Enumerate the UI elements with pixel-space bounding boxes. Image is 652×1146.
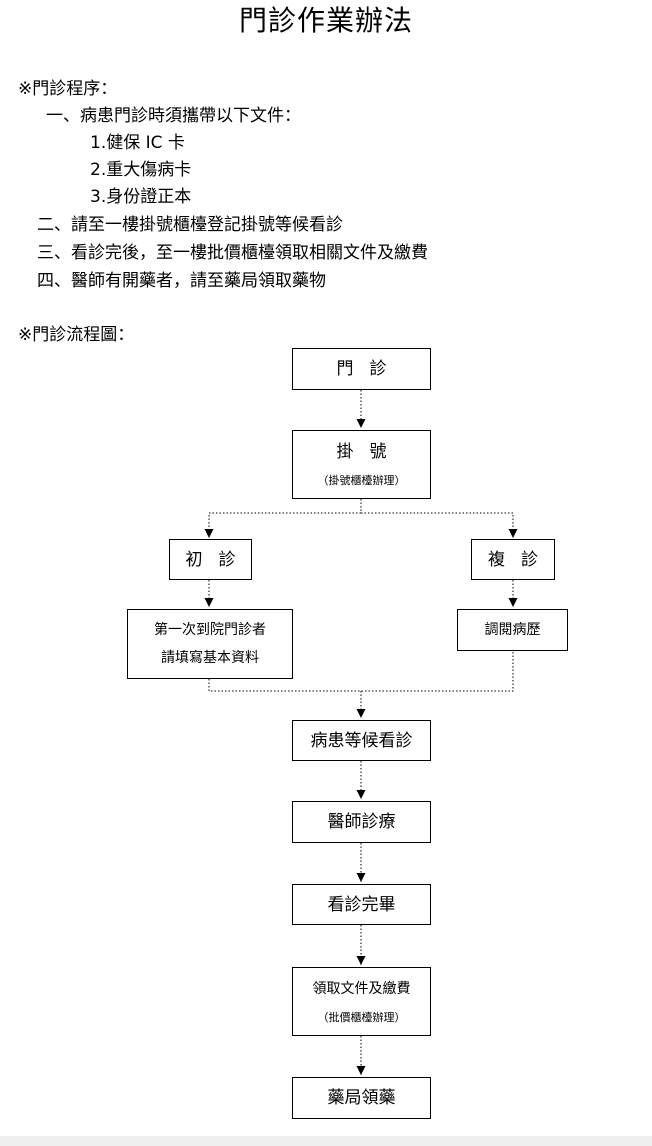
connector-registration-to-branch: [204, 499, 362, 538]
page-bottom-strip: [0, 1136, 652, 1146]
node-finished: 看診完畢: [292, 884, 431, 925]
flowchart-heading: ※門診流程圖：: [18, 325, 135, 345]
node-finished-label: 看診完畢: [327, 894, 396, 915]
node-documents-fee: 領取文件及繳費 （批價櫃檯辦理）: [292, 967, 431, 1036]
node-return-visit-label: 複診: [488, 549, 554, 570]
node-wait: 病患等候看診: [292, 720, 431, 761]
node-documents-fee-label: 領取文件及繳費: [312, 980, 411, 997]
node-doctor-label: 醫師診療: [327, 812, 396, 832]
node-registration-label: 掛號: [336, 441, 403, 462]
document-item-2: 2.重大傷病卡: [90, 160, 192, 180]
document-item-1: 1.健保 IC 卡: [90, 133, 185, 153]
node-first-visit-detail-line-2: 請填寫基本資料: [161, 650, 259, 666]
node-registration-note: （掛號櫃檯辦理）: [317, 473, 406, 487]
node-outpatient-label: 門診: [336, 359, 403, 379]
node-wait-label: 病患等候看診: [310, 730, 413, 751]
node-first-visit-detail-line-1: 第一次到院門診者: [154, 622, 266, 638]
procedure-step-1: 一、病患門診時須攜帶以下文件：: [46, 106, 301, 126]
node-registration: 掛號 （掛號櫃檯辦理）: [292, 430, 431, 499]
node-pharmacy-label: 藥局領藥: [327, 1088, 396, 1108]
procedure-step-3: 三、看診完後，至一樓批價櫃檯領取相關文件及繳費: [37, 243, 428, 263]
connector-merge: [208, 651, 514, 692]
procedure-step-4: 四、醫師有開藥者，請至藥局領取藥物: [37, 271, 326, 291]
node-billing-note: （批價櫃檯辦理）: [317, 1010, 406, 1024]
node-first-visit-label: 初診: [185, 549, 252, 570]
node-review-records: 調閱病歷: [457, 609, 568, 651]
node-first-visit: 初診: [169, 539, 252, 580]
connector-branch-to-return: [361, 512, 518, 538]
node-first-visit-detail: 第一次到院門診者 請填寫基本資料: [127, 609, 293, 679]
node-return-visit: 複診: [471, 539, 555, 580]
procedure-heading: ※門診程序：: [18, 79, 118, 99]
procedure-step-2: 二、請至一樓掛號櫃檯登記掛號等候看診: [37, 215, 343, 235]
node-review-records-label: 調閱病歷: [484, 622, 541, 638]
document-item-3: 3.身份證正本: [90, 187, 192, 207]
node-outpatient: 門診: [292, 348, 431, 390]
node-pharmacy: 藥局領藥: [292, 1077, 431, 1119]
page-title: 門診作業辦法: [238, 4, 413, 37]
node-doctor: 醫師診療: [292, 801, 431, 843]
